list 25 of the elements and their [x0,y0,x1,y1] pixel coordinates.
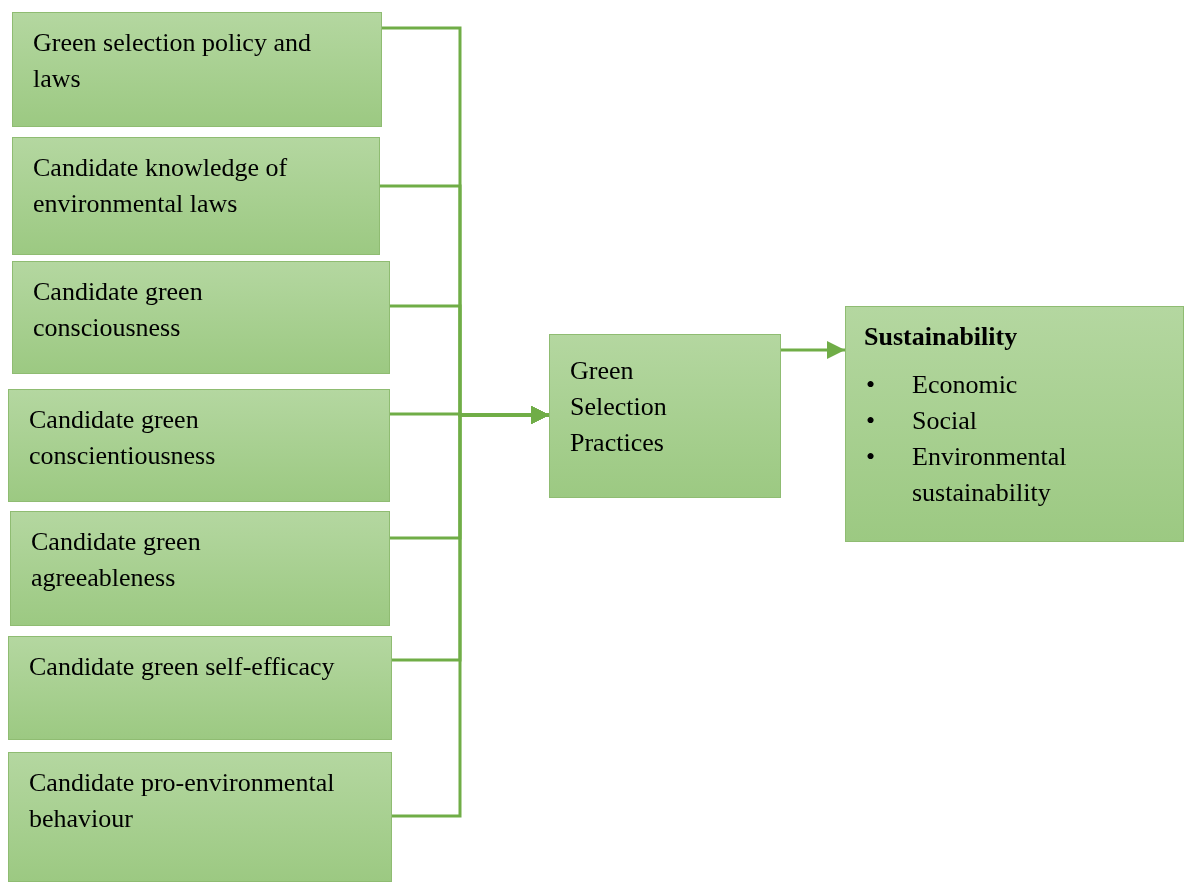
box-label: Candidate green conscientiousness [29,404,217,472]
bullet: • [866,405,877,437]
process-box [8,389,390,502]
process-box [8,752,392,882]
process-box [12,137,380,255]
box-label: Candidate knowledge of environmental laws [33,152,289,220]
box-label: Candidate pro-environmental behaviour [29,767,336,835]
bullet: • [866,441,877,473]
process-box [12,12,382,127]
box-label: Green Selection Practices [570,355,668,459]
box-label: Green selection policy and laws [33,27,312,95]
bullet-item: Economic [912,369,1019,401]
bullet: • [866,369,877,401]
box-label: Candidate green consciousness [33,276,204,344]
box-heading: Sustainability [864,321,1019,353]
box-label: Candidate green agreeableness [31,526,202,594]
process-box [8,636,392,740]
process-box [549,334,781,498]
box-label: Candidate green self-efficacy [29,651,336,683]
arrow [781,341,845,359]
bullet-item: Environmental sustainability [912,441,1068,509]
process-box [10,511,390,626]
process-box [845,306,1184,542]
bullet-item: Social [912,405,978,437]
process-box [12,261,390,374]
